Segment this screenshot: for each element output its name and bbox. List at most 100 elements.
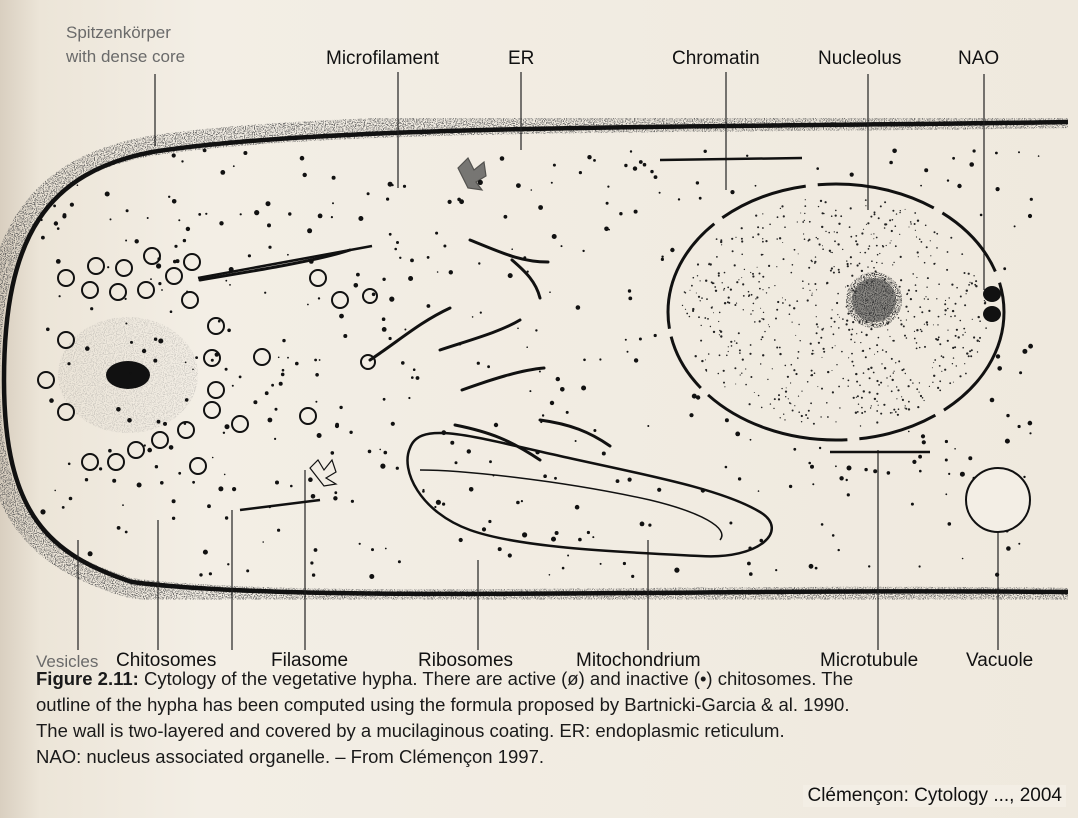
ribosome-dot [288, 212, 291, 215]
nucleoplasm-dot [831, 267, 833, 269]
ribosome-dot [583, 359, 586, 362]
nucleoplasm-dot [918, 256, 919, 257]
nucleoplasm-dot [942, 356, 944, 358]
nucleoplasm-dot [944, 309, 946, 311]
ribosome-dot [135, 239, 139, 243]
ribosome-dot [812, 483, 814, 485]
nucleoplasm-dot [960, 296, 962, 298]
ribosome-dot [59, 295, 61, 297]
nucleoplasm-dot [960, 320, 962, 322]
nucleoplasm-dot [722, 282, 723, 283]
label-nao: NAO [958, 48, 999, 70]
nucleoplasm-dot [966, 290, 968, 292]
nucleoplasm-dot [946, 269, 948, 271]
nucleoplasm-dot [810, 343, 812, 345]
nucleoplasm-dot [930, 255, 931, 256]
ribosome-dot [692, 394, 697, 399]
nucleoplasm-dot [950, 237, 952, 239]
ribosome-dot [634, 210, 638, 214]
ribosome-dot [300, 156, 305, 161]
nucleoplasm-dot [963, 328, 965, 330]
nucleoplasm-dot [896, 213, 897, 214]
nucleoplasm-dot [763, 318, 765, 320]
nucleoplasm-dot [791, 272, 793, 274]
nucleoplasm-dot [828, 232, 830, 234]
nucleoplasm-dot [919, 382, 920, 383]
ribosome-dot [156, 263, 161, 268]
ribosome-dot [422, 490, 425, 493]
ribosome-dot [382, 317, 386, 321]
nucleoplasm-dot [822, 245, 823, 246]
nucleoplasm-dot [935, 338, 937, 340]
nucleoplasm-dot [958, 336, 960, 338]
nucleoplasm-dot [711, 307, 713, 309]
nucleoplasm-dot [879, 253, 880, 254]
ribosome-dot [922, 440, 926, 444]
nucleoplasm-dot [842, 318, 844, 320]
ribosome-dot [403, 185, 406, 188]
ribosome-dot [318, 214, 323, 219]
caption-line-4: NAO: nucleus associated organelle. – Fro… [36, 744, 1066, 770]
ribosome-dot [551, 182, 553, 184]
nucleoplasm-dot [924, 262, 926, 264]
nucleoplasm-dot [905, 408, 907, 410]
nucleoplasm-dot [966, 293, 967, 294]
nucleoplasm-dot [838, 271, 840, 273]
nucleoplasm-dot [779, 237, 781, 239]
nucleoplasm-dot [793, 369, 795, 371]
ribosome-dot [332, 176, 336, 180]
nucleoplasm-dot [868, 248, 870, 250]
nucleoplasm-dot [962, 334, 964, 336]
ribosome-dot [271, 384, 274, 387]
nucleoplasm-dot [761, 254, 763, 256]
ribosome-dot [315, 373, 319, 377]
ribosome-dot [945, 493, 947, 495]
nucleoplasm-dot [891, 390, 893, 392]
nucleoplasm-dot [808, 410, 810, 412]
ribosome-dot [62, 506, 65, 509]
nucleoplasm-dot [968, 273, 970, 275]
nucleoplasm-dot [758, 395, 760, 397]
nucleoplasm-dot [802, 288, 803, 289]
nucleoplasm-dot [917, 251, 919, 253]
nucleoplasm-dot [925, 296, 926, 297]
nucleoplasm-dot [965, 332, 966, 333]
ribosome-dot [1038, 155, 1040, 157]
nucleoplasm-dot [884, 367, 886, 369]
nucleoplasm-dot [822, 357, 823, 358]
ribosome-dot [382, 327, 387, 332]
ribosome-dot [219, 221, 223, 225]
nucleoplasm-dot [816, 332, 818, 334]
nucleoplasm-dot [861, 412, 863, 414]
ribosome-dot [211, 359, 214, 362]
nucleoplasm-dot [834, 240, 836, 242]
nucleoplasm-dot [837, 314, 838, 315]
ribosome-dot [555, 531, 559, 535]
nucleoplasm-dot [783, 258, 785, 260]
ribosome-dot [205, 213, 207, 215]
nucleoplasm-dot [795, 335, 796, 336]
ribosome-dot [699, 197, 702, 200]
ribosome-dot [553, 164, 556, 167]
nucleoplasm-dot [701, 297, 703, 299]
nucleoplasm-dot [876, 245, 878, 247]
ribosome-dot [372, 293, 376, 297]
ribosome-dot [416, 376, 420, 380]
ribosome-dot [448, 200, 452, 204]
ribosome-dot [436, 500, 441, 505]
nucleoplasm-dot [892, 210, 894, 212]
ribosome-dot [604, 227, 609, 232]
nucleoplasm-dot [739, 349, 741, 351]
nucleoplasm-dot [732, 250, 734, 252]
ribosome-dot [643, 163, 647, 167]
nucleoplasm-dot [905, 209, 906, 210]
nucleoplasm-dot [835, 421, 836, 422]
ribosome-dot [562, 567, 565, 570]
nucleoplasm-dot [852, 329, 854, 331]
ribosome-dot [107, 266, 109, 268]
nucleoplasm-dot [855, 373, 857, 375]
nucleoplasm-dot [757, 226, 759, 228]
ribosome-dot [318, 297, 320, 299]
nucleoplasm-dot [792, 410, 794, 412]
nucleoplasm-dot [901, 396, 902, 397]
